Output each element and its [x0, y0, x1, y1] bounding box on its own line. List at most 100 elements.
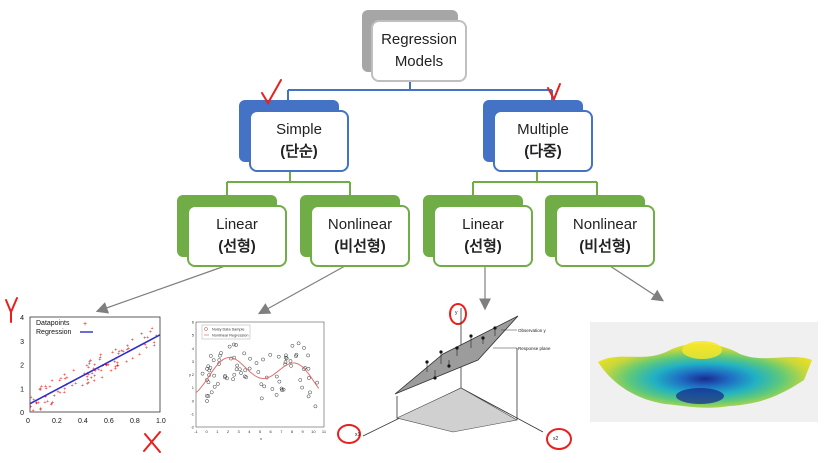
datapoint: +: [56, 389, 59, 395]
noisy-datapoint: [283, 360, 288, 364]
legend-noisy-sample: Noisy Data Sample: [212, 328, 245, 332]
nonlinear-chart-frame: [195, 321, 325, 428]
noisy-datapoint: [294, 352, 299, 357]
nonlinear-legend-circle-marker: [204, 327, 208, 331]
datapoint: +: [143, 336, 146, 342]
datapoint: +: [149, 329, 152, 335]
noisy-datapoint: [211, 358, 216, 363]
x-tick-label: 5: [259, 429, 262, 434]
noisy-datapoint: [300, 385, 304, 390]
datapoint: +: [32, 408, 35, 414]
datapoint: +: [113, 359, 116, 365]
datapoint: +: [105, 362, 108, 368]
datapoint: +: [37, 401, 40, 407]
noisy-datapoint: [205, 366, 209, 371]
noisy-datapoint: [290, 343, 295, 348]
noisy-datapoint: [298, 378, 303, 382]
noisy-datapoint: [261, 357, 265, 362]
nonlinear-datapoints: [200, 341, 320, 409]
datapoint: +: [144, 343, 147, 349]
datapoint: +: [97, 367, 100, 373]
x-tick-label: 1.0: [156, 418, 166, 425]
callout-lines: [493, 329, 517, 349]
noisy-datapoint: [232, 342, 236, 347]
datapoint: +: [93, 374, 96, 380]
regression-line: [29, 334, 161, 405]
datapoint: +: [111, 350, 114, 356]
nonlinear-legend: Noisy Data Sample Nonlinear Regression: [201, 324, 251, 340]
datapoint: +: [153, 343, 156, 349]
noisy-datapoint: [204, 393, 209, 398]
datapoint: +: [39, 387, 42, 393]
datapoint: +: [39, 407, 42, 413]
datapoint: +: [122, 349, 125, 355]
datapoint: +: [72, 368, 75, 374]
datapoint: +: [87, 372, 90, 378]
datapoint: +: [87, 380, 90, 386]
datapoint: +: [48, 385, 51, 391]
noisy-datapoint: [234, 343, 238, 347]
circle-x2-axis: [546, 428, 572, 450]
axis-mark-y: y: [455, 310, 458, 316]
x-tick-label: 9: [302, 429, 305, 434]
label-observation: Observation y: [518, 328, 547, 333]
noisy-datapoint: [306, 366, 311, 371]
simple-connector: [226, 172, 351, 196]
surface-dip: [676, 388, 724, 404]
datapoint: +: [60, 376, 63, 382]
simple-nonlinear-node: Nonlinear (비선형): [310, 205, 410, 267]
noisy-datapoint: [284, 353, 288, 358]
datapoint: +: [98, 357, 101, 363]
y-tick-label: 5: [192, 333, 195, 338]
noisy-datapoint: [308, 390, 312, 395]
datapoint: +: [127, 346, 130, 352]
x-tick-label: 4: [248, 429, 251, 434]
datapoint: +: [88, 359, 91, 365]
simple-node: Simple (단순): [249, 110, 349, 172]
datapoint: +: [35, 401, 38, 407]
datapoint: +: [86, 363, 89, 369]
datapoint: +: [99, 355, 102, 361]
datapoint: +: [116, 363, 119, 369]
circle-y-axis: [449, 303, 467, 325]
datapoint: +: [126, 343, 129, 349]
datapoint: +: [39, 386, 42, 392]
legend-datapoint-marker: +: [83, 321, 87, 328]
y-tick-label: 3: [192, 359, 195, 364]
noisy-datapoint: [306, 353, 310, 358]
noisy-datapoint: [262, 384, 267, 389]
noisy-datapoint: [274, 374, 279, 379]
surface-shape: [598, 343, 812, 408]
y-tick-label: 4: [20, 315, 24, 322]
y-tick-label: 2: [192, 372, 195, 377]
datapoint: +: [115, 356, 118, 362]
datapoint: +: [63, 387, 66, 393]
noisy-datapoint: [274, 393, 279, 397]
noisy-datapoint: [200, 371, 205, 376]
base-plane: [396, 387, 518, 433]
noisy-datapoint: [212, 373, 216, 378]
noisy-datapoint: [296, 341, 301, 346]
datapoint: +: [114, 366, 117, 372]
x-tick-label: 8: [291, 429, 294, 434]
noisy-datapoint: [242, 351, 247, 356]
noisy-datapoint: [288, 359, 293, 363]
datapoint: +: [120, 348, 123, 354]
datapoint: +: [105, 363, 108, 369]
y-tick-label: 2: [20, 363, 24, 370]
datapoint: +: [51, 378, 54, 384]
legend-datapoints: Datapoints: [36, 320, 70, 327]
x-tick-label: 0: [206, 429, 209, 434]
datapoint: +: [146, 335, 149, 341]
multiple-linear-label-korean: (선형): [464, 238, 502, 255]
y-tick-label: 1: [192, 385, 195, 390]
y-tick-label: 4: [192, 346, 195, 351]
noisy-datapoint: [227, 344, 232, 349]
datapoint: +: [64, 377, 67, 383]
y-tick-label: 0: [20, 410, 24, 417]
datapoint: +: [71, 383, 74, 389]
datapoint: +: [86, 377, 89, 383]
